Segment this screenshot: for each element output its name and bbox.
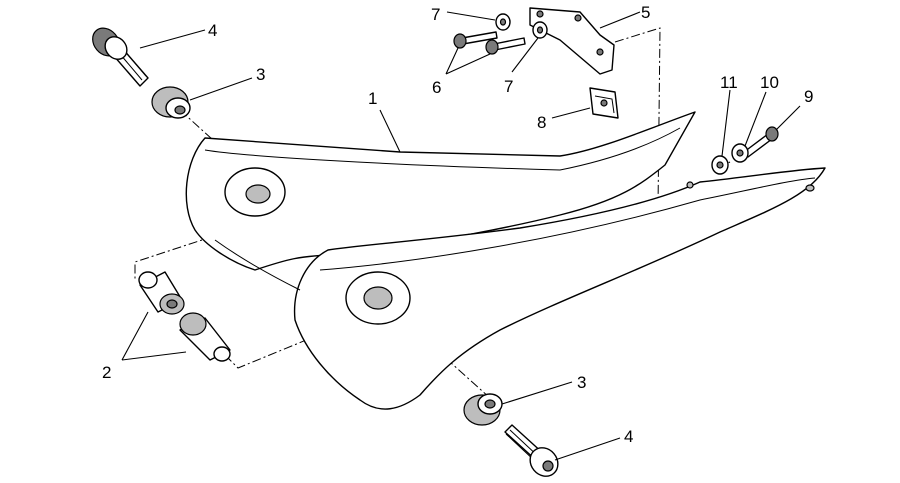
callout-3-top: 3 <box>256 65 265 84</box>
leader-lines <box>121 11 801 461</box>
callout-8: 8 <box>537 113 546 132</box>
callout-3-bottom: 3 <box>577 373 586 392</box>
grommet-bottom <box>463 393 503 426</box>
washer-rear-outer <box>731 143 749 163</box>
spacer-upper <box>138 271 185 315</box>
bracket <box>529 7 615 75</box>
callout-7-top: 7 <box>431 5 440 24</box>
screw-upper <box>453 31 498 49</box>
grommet-top <box>151 86 191 119</box>
callout-7-bottom: 7 <box>504 77 513 96</box>
washer-upper <box>495 13 511 31</box>
callout-10: 10 <box>760 73 779 92</box>
callout-2: 2 <box>102 363 111 382</box>
spacer-lower <box>179 312 231 362</box>
washer-lower <box>532 21 548 39</box>
callout-5: 5 <box>641 3 650 22</box>
bolt-bottom <box>504 424 559 477</box>
callout-4-top: 4 <box>208 21 217 40</box>
clip-nut <box>589 87 619 119</box>
screw-lower <box>485 37 526 55</box>
callout-9: 9 <box>804 87 813 106</box>
callout-labels: 1 2 3 3 4 4 5 6 7 7 8 9 10 11 <box>102 3 813 446</box>
callout-6: 6 <box>432 78 441 97</box>
screw-rear <box>743 126 779 158</box>
callout-4-bottom: 4 <box>624 427 633 446</box>
washer-rear-inner <box>711 155 729 175</box>
callout-11: 11 <box>720 73 738 92</box>
bolt-top <box>92 27 149 87</box>
side-cover-panel <box>185 111 826 410</box>
callout-1: 1 <box>368 89 377 108</box>
